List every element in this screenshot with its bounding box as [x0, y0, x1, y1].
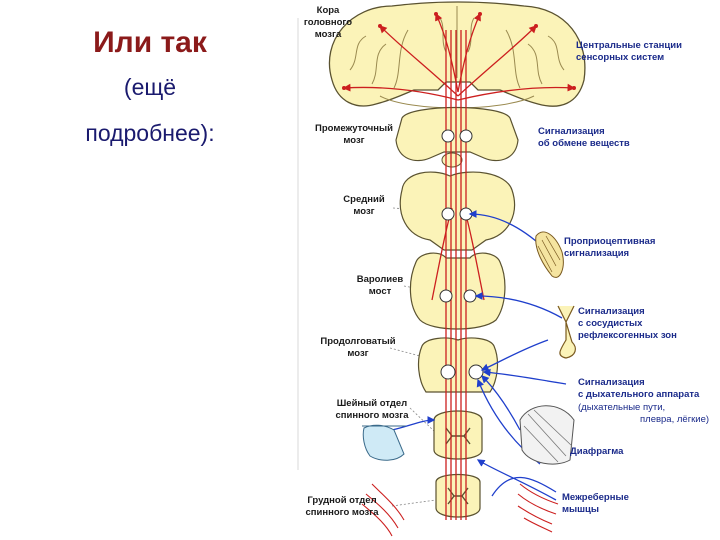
label-midbrain-2: мозг [353, 206, 374, 217]
cervical-spinal-cord [433, 410, 483, 460]
label-vascular-1: Сигнализация [578, 306, 645, 317]
label-proprioceptive-2: сигнализация [564, 248, 629, 259]
pons [409, 252, 506, 330]
label-vascular-2: с сосудистых [578, 318, 643, 329]
label-cervical-2: спинного мозга [336, 410, 410, 421]
label-central-stations-1: Центральные станции [576, 40, 682, 51]
midbrain [399, 171, 516, 251]
label-respiratory-note-1: (дыхательные пути, [578, 402, 665, 413]
label-cortex-1: Кора [317, 5, 340, 16]
slide-subtitle-line2: подробнее): [85, 120, 215, 146]
proprioceptive-muscle-spindle [535, 231, 564, 278]
label-pons-1: Варолиев [357, 274, 404, 285]
label-metabolism-2: об обмене веществ [538, 138, 630, 149]
medulla-oblongata [417, 337, 499, 393]
diencephalon [395, 106, 519, 168]
slide-subtitle-line1: (ещё [123, 74, 177, 100]
label-respiratory-note-2: плевра, лёгкие) [640, 414, 709, 425]
label-metabolism-1: Сигнализация [538, 126, 605, 137]
label-thoracic-1: Грудной отдел [307, 495, 376, 506]
carotid-vessel-icon [557, 305, 576, 359]
label-midbrain-1: Средний [343, 194, 385, 205]
slide-title: Или так [93, 26, 207, 59]
respiratory-apparatus-icon [519, 405, 575, 465]
label-intercostal-2: мышцы [562, 504, 599, 515]
left-labels: Кора головного мозга Промежуточный мозг … [304, 5, 409, 518]
label-diaphragm: Диафрагма [570, 446, 624, 457]
label-diencephalon-2: мозг [343, 135, 364, 146]
label-central-stations-2: сенсорных систем [576, 52, 664, 63]
label-thoracic-2: спинного мозга [306, 507, 380, 518]
cortex-sensory-dots [342, 12, 576, 90]
label-cortex-2: головного [304, 17, 352, 28]
right-labels: Центральные станции сенсорных систем Сиг… [538, 40, 709, 515]
lungs-icon [362, 424, 406, 461]
label-proprioceptive-1: Проприоцептивная [564, 236, 655, 247]
label-medulla-1: Продолговатый [320, 336, 395, 347]
label-pons-2: мост [369, 286, 392, 297]
label-respiratory-1: Сигнализация [578, 377, 645, 388]
label-respiratory-2: с дыхательного аппарата [578, 389, 700, 400]
label-diencephalon-1: Промежуточный [315, 123, 393, 134]
thoracic-spinal-cord [435, 473, 481, 518]
intercostal-ribs-icon [361, 483, 559, 537]
label-cervical-1: Шейный отдел [337, 398, 407, 409]
cerebral-cortex [328, 1, 586, 109]
ascending-pathways [342, 12, 576, 520]
afferent-pathways [391, 210, 567, 501]
label-medulla-2: мозг [347, 348, 368, 359]
label-vascular-3: рефлексогенных зон [578, 330, 677, 341]
label-cortex-3: мозга [315, 29, 342, 40]
label-intercostal-1: Межреберные [562, 492, 629, 503]
